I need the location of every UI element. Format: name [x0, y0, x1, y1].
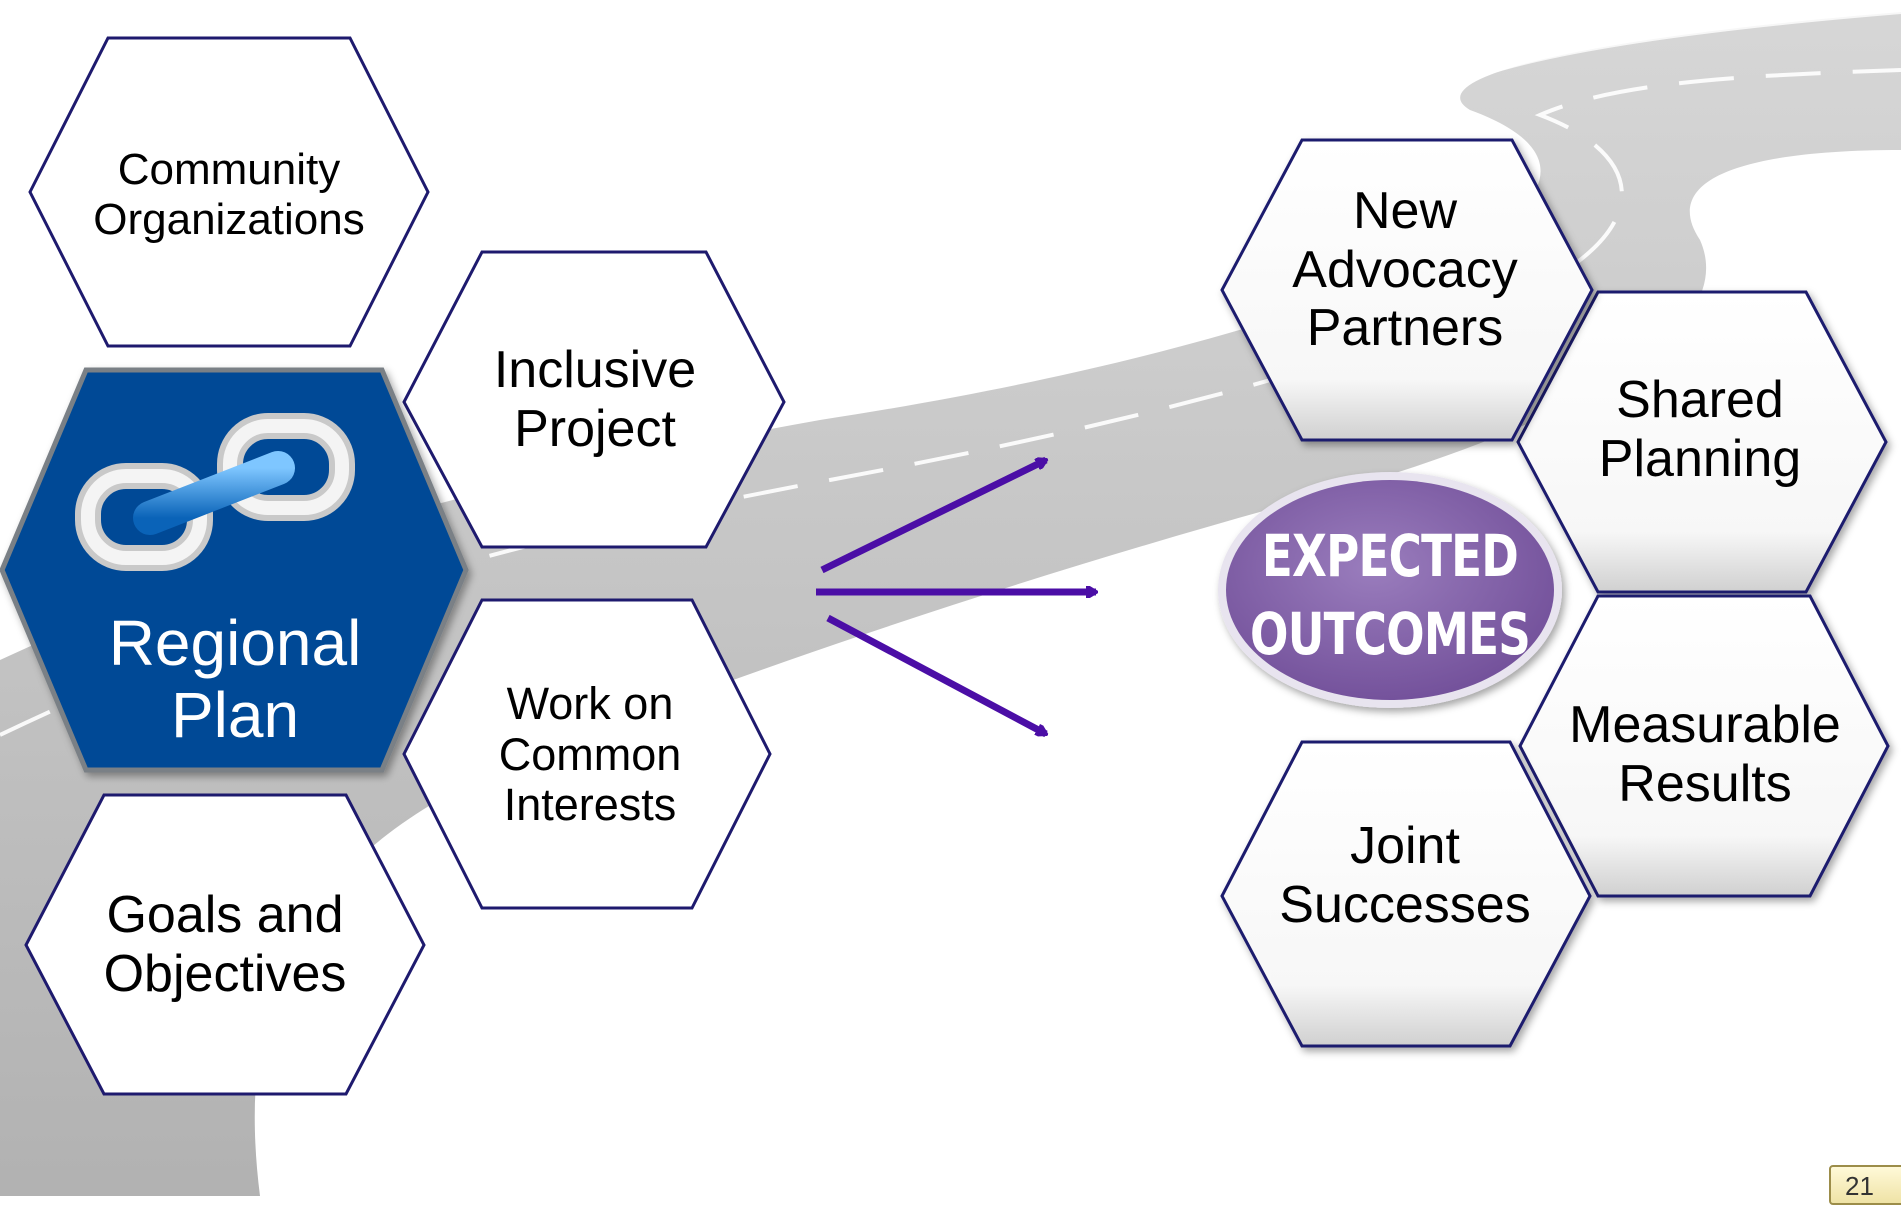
hex-work-on-common-interests	[402, 598, 772, 910]
arrow-down	[826, 614, 1046, 738]
label-expected-outcomes: EXPECTED OUTCOMES	[1250, 521, 1531, 668]
label-joint-successes: Joint Successes	[1279, 817, 1531, 934]
hex-goals-and-objectives	[24, 793, 426, 1096]
label-community-organizations: Community Organizations	[93, 145, 365, 244]
expected-outcomes-badge	[1218, 472, 1562, 708]
label-work-on-common-interests: Work on Common Interests	[498, 677, 682, 831]
arrow-up	[820, 456, 1046, 574]
label-shared-planning: Shared Planning	[1598, 371, 1802, 488]
hex-joint-successes	[1220, 740, 1592, 1048]
hex-shared-planning	[1516, 290, 1888, 594]
label-measurable-results: Measurable Results	[1569, 696, 1841, 813]
hex-new-advocacy-partners	[1220, 138, 1594, 442]
label-new-advocacy-partners: New Advocacy Partners	[1292, 181, 1518, 358]
label-inclusive-project: Inclusive Project	[493, 341, 697, 458]
hex-community-organizations	[28, 36, 430, 348]
page-number: 21	[1829, 1165, 1901, 1205]
label-regional-plan: Regional Plan	[108, 607, 362, 751]
label-goals-and-objectives: Goals and Objectives	[103, 886, 347, 1003]
right-cluster	[1220, 138, 1890, 1048]
road-edge-upper	[1436, 10, 1901, 112]
chain-link-icon	[75, 413, 355, 571]
hex-measurable-results	[1518, 594, 1890, 898]
hex-inclusive-project	[402, 250, 786, 549]
arrows	[816, 456, 1096, 738]
